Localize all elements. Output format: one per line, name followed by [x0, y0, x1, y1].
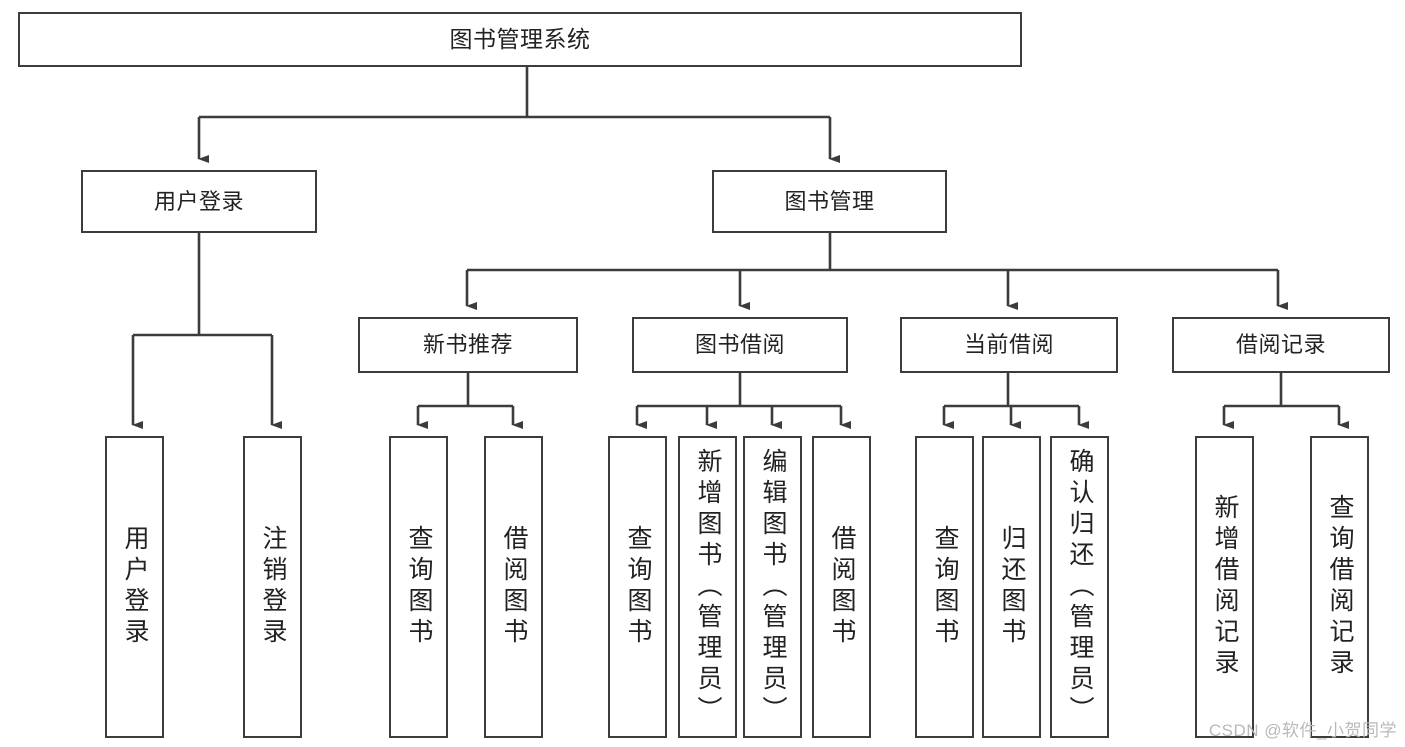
node-leaf-add-book-admin-label: 新增图书（管理员） — [694, 447, 722, 727]
node-leaf-user-login-label: 用户登录 — [121, 525, 149, 649]
node-leaf-query-book-2[interactable]: 查询图书 — [608, 436, 667, 738]
node-current-borrow-label: 当前借阅 — [963, 332, 1054, 358]
node-leaf-return-book-label: 归还图书 — [998, 525, 1026, 649]
node-user-login-label: 用户登录 — [153, 188, 244, 214]
node-leaf-borrow-book-1-label: 借阅图书 — [500, 525, 528, 649]
node-leaf-borrow-book-1[interactable]: 借阅图书 — [484, 436, 543, 738]
node-new-book-recommend[interactable]: 新书推荐 — [358, 317, 578, 373]
node-leaf-borrow-book-2[interactable]: 借阅图书 — [812, 436, 871, 738]
node-leaf-user-login[interactable]: 用户登录 — [105, 436, 164, 738]
node-leaf-query-book-1-label: 查询图书 — [405, 525, 433, 649]
node-user-login[interactable]: 用户登录 — [81, 170, 317, 233]
node-leaf-query-book-2-label: 查询图书 — [624, 525, 652, 649]
node-leaf-edit-book-admin[interactable]: 编辑图书（管理员） — [743, 436, 802, 738]
edge-paths — [131, 67, 1349, 430]
node-leaf-query-book-3[interactable]: 查询图书 — [915, 436, 974, 738]
node-current-borrow[interactable]: 当前借阅 — [900, 317, 1118, 373]
node-borrow-record-label: 借阅记录 — [1235, 332, 1326, 358]
node-leaf-add-book-admin[interactable]: 新增图书（管理员） — [678, 436, 737, 738]
node-leaf-logout-label: 注销登录 — [259, 525, 287, 649]
node-leaf-borrow-book-2-label: 借阅图书 — [828, 525, 856, 649]
node-leaf-query-borrow-record[interactable]: 查询借阅记录 — [1310, 436, 1369, 738]
node-book-manage[interactable]: 图书管理 — [712, 170, 947, 233]
node-book-borrow-label: 图书借阅 — [694, 332, 785, 358]
node-leaf-logout[interactable]: 注销登录 — [243, 436, 302, 738]
node-root-label: 图书管理系统 — [449, 25, 591, 52]
node-leaf-query-book-3-label: 查询图书 — [931, 525, 959, 649]
node-book-borrow[interactable]: 图书借阅 — [632, 317, 848, 373]
node-leaf-edit-book-admin-label: 编辑图书（管理员） — [759, 447, 787, 727]
node-leaf-confirm-return-admin[interactable]: 确认归还（管理员） — [1050, 436, 1109, 738]
node-root[interactable]: 图书管理系统 — [18, 12, 1022, 67]
node-leaf-query-book-1[interactable]: 查询图书 — [389, 436, 448, 738]
node-book-manage-label: 图书管理 — [784, 188, 875, 214]
node-leaf-confirm-return-admin-label: 确认归还（管理员） — [1066, 447, 1094, 727]
node-leaf-return-book[interactable]: 归还图书 — [982, 436, 1041, 738]
node-leaf-query-borrow-record-label: 查询借阅记录 — [1326, 494, 1354, 680]
node-borrow-record[interactable]: 借阅记录 — [1172, 317, 1390, 373]
node-leaf-add-borrow-record[interactable]: 新增借阅记录 — [1195, 436, 1254, 738]
node-new-book-recommend-label: 新书推荐 — [422, 332, 513, 358]
node-leaf-add-borrow-record-label: 新增借阅记录 — [1211, 494, 1239, 680]
